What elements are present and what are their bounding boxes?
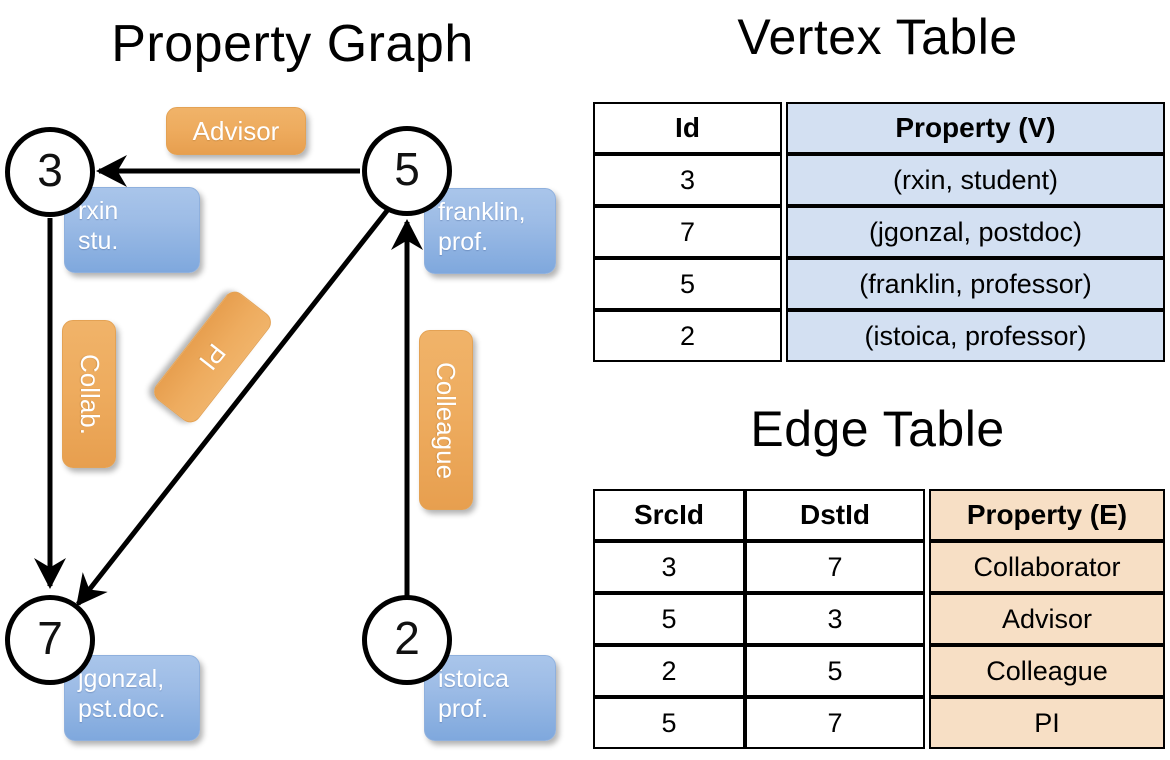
edge-table-cell-dstid: 5: [745, 645, 925, 697]
vertex-table-cell-id: 2: [593, 310, 782, 362]
edge-table-cell-srcid: 5: [593, 593, 745, 645]
vertex-table-header-property: Property (V): [786, 102, 1165, 154]
vertex-table-header-row: Id Property (V): [593, 102, 1165, 154]
edge-table-cell-dstid: 7: [745, 541, 925, 593]
edge-label-box-advisor: Advisor: [166, 107, 306, 155]
table-row[interactable]: 2 5 Colleague: [593, 645, 1165, 697]
vertex-table-cell-property: (franklin, professor): [786, 258, 1165, 310]
vertex-property-line1-5: franklin,: [438, 198, 526, 226]
edge-table-cell-srcid: 2: [593, 645, 745, 697]
table-row[interactable]: 3 (rxin, student): [593, 154, 1165, 206]
graph-node-5[interactable]: 5: [362, 126, 452, 216]
vertex-property-box-7: jgonzal, pst.doc.: [64, 655, 200, 741]
edge-table-header-dstid: DstId: [745, 489, 925, 541]
graph-edges-layer: [34, 155, 423, 607]
table-row[interactable]: 5 3 Advisor: [593, 593, 1165, 645]
table-row[interactable]: 2 (istoica, professor): [593, 310, 1165, 362]
graph-node-label-5: 5: [394, 143, 420, 195]
edge-table-header-property: Property (E): [929, 489, 1165, 541]
vertex-table-header-id: Id: [593, 102, 782, 154]
vertex-table-cell-id: 5: [593, 258, 782, 310]
edge-table-cell-property: Colleague: [929, 645, 1165, 697]
table-row[interactable]: 5 7 PI: [593, 697, 1165, 749]
vertex-table-cell-property: (istoica, professor): [786, 310, 1165, 362]
vertex-property-line2-3: stu.: [78, 226, 119, 255]
edge-label-pi: PI: [193, 338, 233, 377]
graph-node-label-2: 2: [394, 612, 420, 664]
property-graph-diagram: rxin stu. franklin, prof. jgonzal, pst.d…: [5, 107, 556, 741]
edge-table-cell-property: Advisor: [929, 593, 1165, 645]
vertex-property-line1-7: jgonzal,: [78, 665, 165, 693]
edge-label-advisor: Advisor: [192, 115, 280, 146]
edge-table-header-row: SrcId DstId Property (E): [593, 489, 1165, 541]
vertex-property-box-3: rxin stu.: [64, 187, 200, 273]
vertex-property-line1-3: rxin: [78, 197, 119, 225]
graph-node-7[interactable]: 7: [5, 595, 95, 685]
edge-table-cell-property: PI: [929, 697, 1165, 749]
graph-node-3[interactable]: 3: [5, 127, 95, 217]
vertex-table-cell-property: (jgonzal, postdoc): [786, 206, 1165, 258]
edge-label-box-collab: Collab.: [62, 320, 116, 468]
edge-table-cell-srcid: 3: [593, 541, 745, 593]
vertex-table-cell-id: 7: [593, 206, 782, 258]
vertex-property-box-5: franklin, prof.: [424, 188, 556, 274]
graph-node-label-3: 3: [37, 144, 63, 196]
vertex-property-box-2: istoica prof.: [424, 655, 556, 741]
table-row[interactable]: 7 (jgonzal, postdoc): [593, 206, 1165, 258]
page-title-vertex-table: Vertex Table: [737, 9, 1018, 65]
vertex-property-line1-2: istoica: [438, 665, 509, 693]
edge-table-header-srcid: SrcId: [593, 489, 745, 541]
graph-node-2[interactable]: 2: [362, 595, 452, 685]
vertex-table-cell-id: 3: [593, 154, 782, 206]
edge-table: SrcId DstId Property (E) 3 7 Collaborato…: [593, 489, 1165, 749]
vertex-table-cell-property: (rxin, student): [786, 154, 1165, 206]
edge-table-cell-srcid: 5: [593, 697, 745, 749]
edge-label-colleague: Colleague: [431, 361, 462, 479]
vertex-property-line2-2: prof.: [438, 694, 489, 723]
vertex-property-line2-7: pst.doc.: [78, 694, 166, 723]
edge-table-cell-dstid: 7: [745, 697, 925, 749]
edge-table-cell-dstid: 3: [745, 593, 925, 645]
table-row[interactable]: 3 7 Collaborator: [593, 541, 1165, 593]
page-title-edge-table: Edge Table: [750, 401, 1005, 457]
vertex-table: Id Property (V) 3 (rxin, student) 7 (jgo…: [593, 102, 1165, 362]
table-row[interactable]: 5 (franklin, professor): [593, 258, 1165, 310]
edge-5-to-7: [76, 205, 392, 607]
vertex-property-line2-5: prof.: [438, 227, 489, 256]
edge-label-collab: Collab.: [74, 353, 105, 435]
edge-table-cell-property: Collaborator: [929, 541, 1165, 593]
edge-label-box-colleague: Colleague: [419, 330, 473, 510]
graph-node-label-7: 7: [37, 612, 63, 664]
page-title-property-graph: Property Graph: [111, 15, 474, 73]
